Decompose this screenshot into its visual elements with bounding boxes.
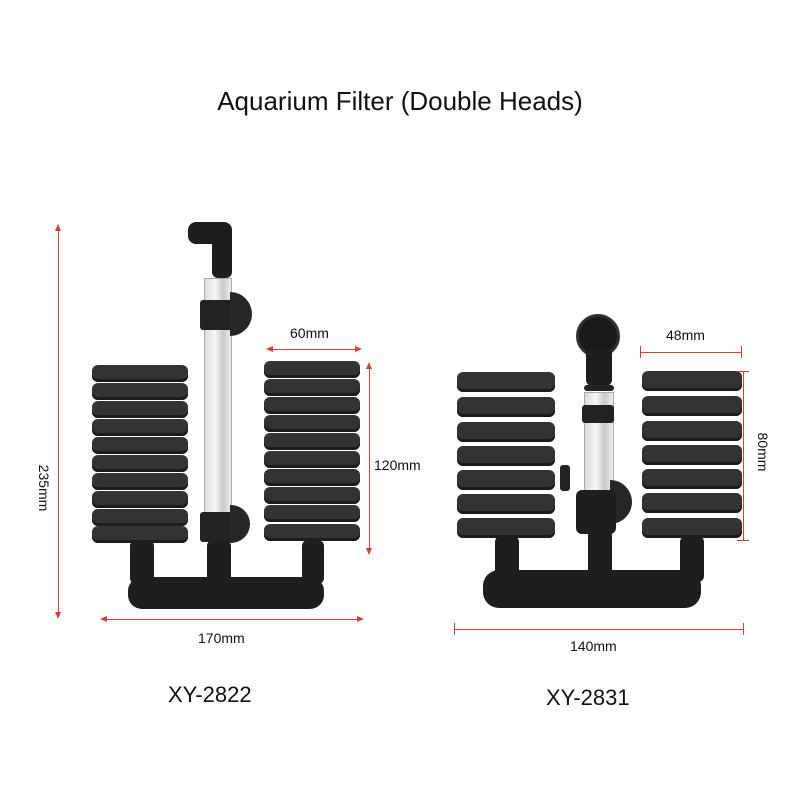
elbow-ring	[584, 385, 614, 391]
sponge-width-label: 60mm	[290, 325, 329, 341]
sponge-height-arrow-top	[366, 362, 372, 369]
total-height-label: 235mm	[36, 464, 52, 512]
sponge-width-line	[270, 349, 356, 350]
sponge-left	[457, 372, 555, 538]
sponge-height-line	[369, 366, 370, 550]
width-arrow-left	[266, 346, 273, 352]
total-width-tick-right	[743, 623, 744, 635]
height-tick-bottom	[737, 540, 749, 541]
model-label: XY-2822	[168, 682, 252, 707]
sponge-height-label: 80mm	[755, 432, 771, 472]
suction-cup-top	[230, 292, 252, 336]
total-width-line	[104, 619, 358, 620]
sponge-height-label: 120mm	[374, 457, 421, 473]
total-width-arrow-left	[100, 616, 107, 622]
sponge-right	[264, 361, 360, 543]
page-title: Aquarium Filter (Double Heads)	[217, 86, 583, 116]
height-arrow-top	[55, 224, 61, 231]
sponge-width-label: 48mm	[666, 327, 705, 343]
width-arrow-right	[355, 346, 362, 352]
model-label: XY-2831	[546, 685, 630, 710]
outlet-elbow-down	[586, 348, 612, 386]
right-riser	[302, 540, 324, 584]
total-width-label: 140mm	[570, 638, 617, 654]
total-width-label: 170mm	[198, 630, 245, 646]
manifold	[128, 577, 324, 609]
tube-base	[576, 490, 616, 534]
tube-clip-top	[200, 300, 234, 330]
sponge-height-line	[743, 371, 744, 540]
outlet-elbow-down	[212, 226, 232, 278]
manifold	[483, 570, 701, 608]
left-riser	[130, 540, 154, 584]
suction-cup-bottom	[230, 505, 250, 543]
sponge-width-line	[640, 352, 742, 353]
total-width-arrow-right	[357, 616, 364, 622]
width-tick-right	[741, 346, 742, 358]
sponge-left	[92, 365, 188, 543]
tube-collar	[582, 405, 614, 423]
product-xy-2831: 48mm 80mm 140mm XY-2831	[420, 0, 800, 800]
height-arrow-bottom	[55, 612, 61, 619]
sponge-height-arrow-bottom	[366, 548, 372, 555]
total-width-line	[454, 629, 744, 630]
total-height-line	[58, 228, 59, 616]
air-inlet	[560, 465, 570, 491]
tube-clip-bottom	[200, 512, 234, 542]
sponge-right	[642, 371, 742, 539]
product-xy-2822: 235mm 60mm 120mm 170mm XY-2822	[36, 222, 421, 707]
